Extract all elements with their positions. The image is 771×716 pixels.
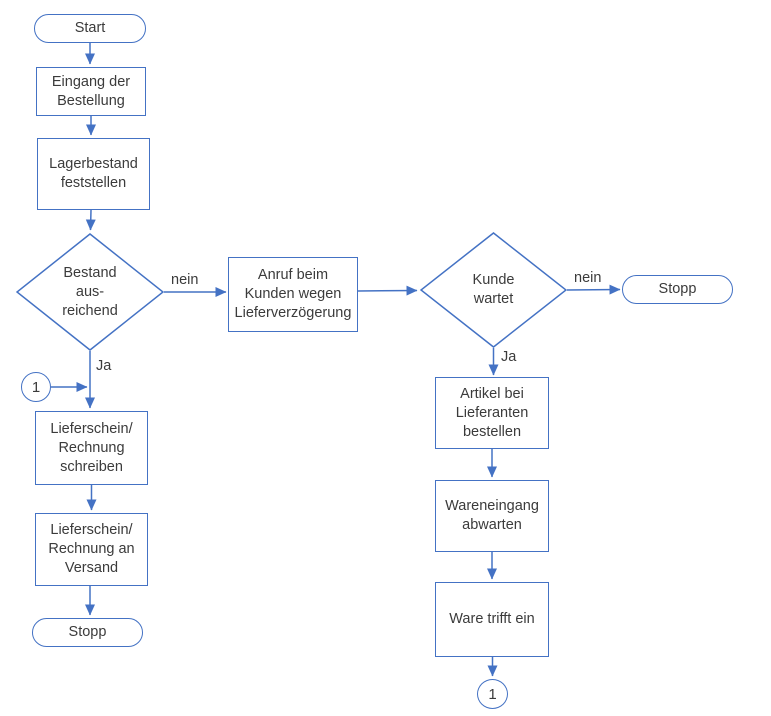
node-label: 1	[31, 378, 41, 396]
node-label: Start	[74, 20, 106, 36]
node-anruf-beim-kunden[interactable]: Anruf beim Kunden wegen Lieferverzögerun…	[228, 257, 358, 332]
edge-kunde-nein-to-stopp	[566, 284, 621, 295]
edge-anruf-to-kunde	[357, 285, 418, 296]
diamond-shape	[16, 233, 164, 351]
node-label: Lieferschein/ Rechnung an Versand	[48, 522, 135, 576]
node-connector-1-links[interactable]: 1	[21, 372, 51, 402]
node-wareneingang-abwarten[interactable]: Wareneingang abwarten	[435, 480, 549, 552]
node-start[interactable]: Start	[34, 14, 146, 43]
edge-label-bestand-ja: Ja	[96, 358, 112, 374]
edge-label-bestand-nein: nein	[171, 272, 199, 288]
node-label: Wareneingang abwarten	[445, 498, 539, 533]
node-label: Artikel bei Lieferanten bestellen	[455, 385, 529, 440]
edge-label-kunde-nein: nein	[574, 270, 602, 286]
node-label: Eingang der Bestellung	[51, 73, 131, 109]
node-label: Lagerbestand feststellen	[49, 156, 138, 191]
node-connector-1-rechts[interactable]: 1	[477, 679, 508, 709]
node-label: Anruf beim Kunden wegen Lieferverzögerun…	[234, 267, 352, 321]
node-ware-trifft-ein[interactable]: Ware trifft ein	[435, 582, 549, 657]
node-label: Stopp	[68, 624, 107, 640]
node-label: Stopp	[658, 281, 697, 297]
node-lieferschein-rechnung-an-versand[interactable]: Lieferschein/ Rechnung an Versand	[35, 513, 148, 586]
node-label: Bestand aus- reichend	[62, 264, 118, 319]
node-label: Kunde wartet	[472, 272, 515, 307]
node-label: Lieferschein/ Rechnung schreiben	[50, 420, 133, 475]
node-lieferschein-rechnung-schreiben[interactable]: Lieferschein/ Rechnung schreiben	[35, 411, 148, 485]
edge-lagerbestand-to-bestand	[85, 209, 96, 231]
node-label: Ware trifft ein	[449, 611, 535, 627]
node-lagerbestand-feststellen[interactable]: Lagerbestand feststellen	[37, 138, 150, 210]
node-kunde-wartet-decision[interactable]: Kunde wartet	[420, 232, 567, 348]
node-eingang-der-bestellung[interactable]: Eingang der Bestellung	[36, 67, 146, 116]
diamond-shape	[420, 232, 567, 348]
node-stopp-links[interactable]: Stopp	[32, 618, 143, 647]
node-stopp-rechts[interactable]: Stopp	[622, 275, 733, 304]
node-label: 1	[488, 685, 497, 703]
node-bestand-ausreichend-decision[interactable]: Bestand aus- reichend	[16, 233, 164, 351]
edge-label-kunde-ja: Ja	[501, 349, 517, 365]
node-artikel-bei-lieferanten-bestellen[interactable]: Artikel bei Lieferanten bestellen	[435, 377, 549, 449]
